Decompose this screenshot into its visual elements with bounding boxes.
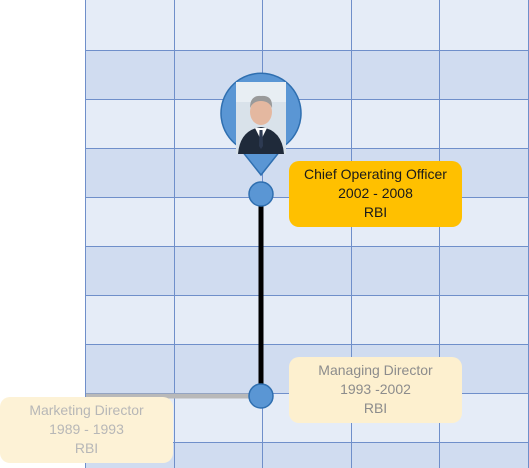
grid-band: [85, 246, 529, 295]
position-company: RBI: [363, 400, 388, 416]
grid-band: [85, 99, 529, 148]
position-company: RBI: [363, 204, 388, 220]
position-title: Chief Operating Officer: [304, 166, 447, 182]
position-company: RBI: [74, 440, 99, 456]
position-card-chief-operating-officer[interactable]: Chief Operating Officer 2002 - 2008 RBI: [289, 161, 462, 227]
position-card-marketing-director[interactable]: Marketing Director 1989 - 1993 RBI: [0, 397, 173, 463]
position-years: 1993 -2002: [340, 381, 411, 397]
person-photo-icon: [236, 82, 286, 154]
position-title: Managing Director: [318, 362, 433, 378]
position-years: 2002 - 2008: [338, 185, 413, 201]
position-title: Marketing Director: [29, 402, 144, 418]
grid-band: [85, 295, 529, 344]
position-years: 1989 - 1993: [49, 421, 124, 437]
position-card-managing-director[interactable]: Managing Director 1993 -2002 RBI: [289, 357, 462, 423]
grid-band: [85, 0, 529, 50]
timeline-node-coo: [248, 181, 274, 207]
grid-band: [85, 50, 529, 99]
portrait-pin: [220, 72, 302, 177]
grid-lines: [85, 0, 529, 468]
timeline-node-md: [248, 383, 274, 409]
